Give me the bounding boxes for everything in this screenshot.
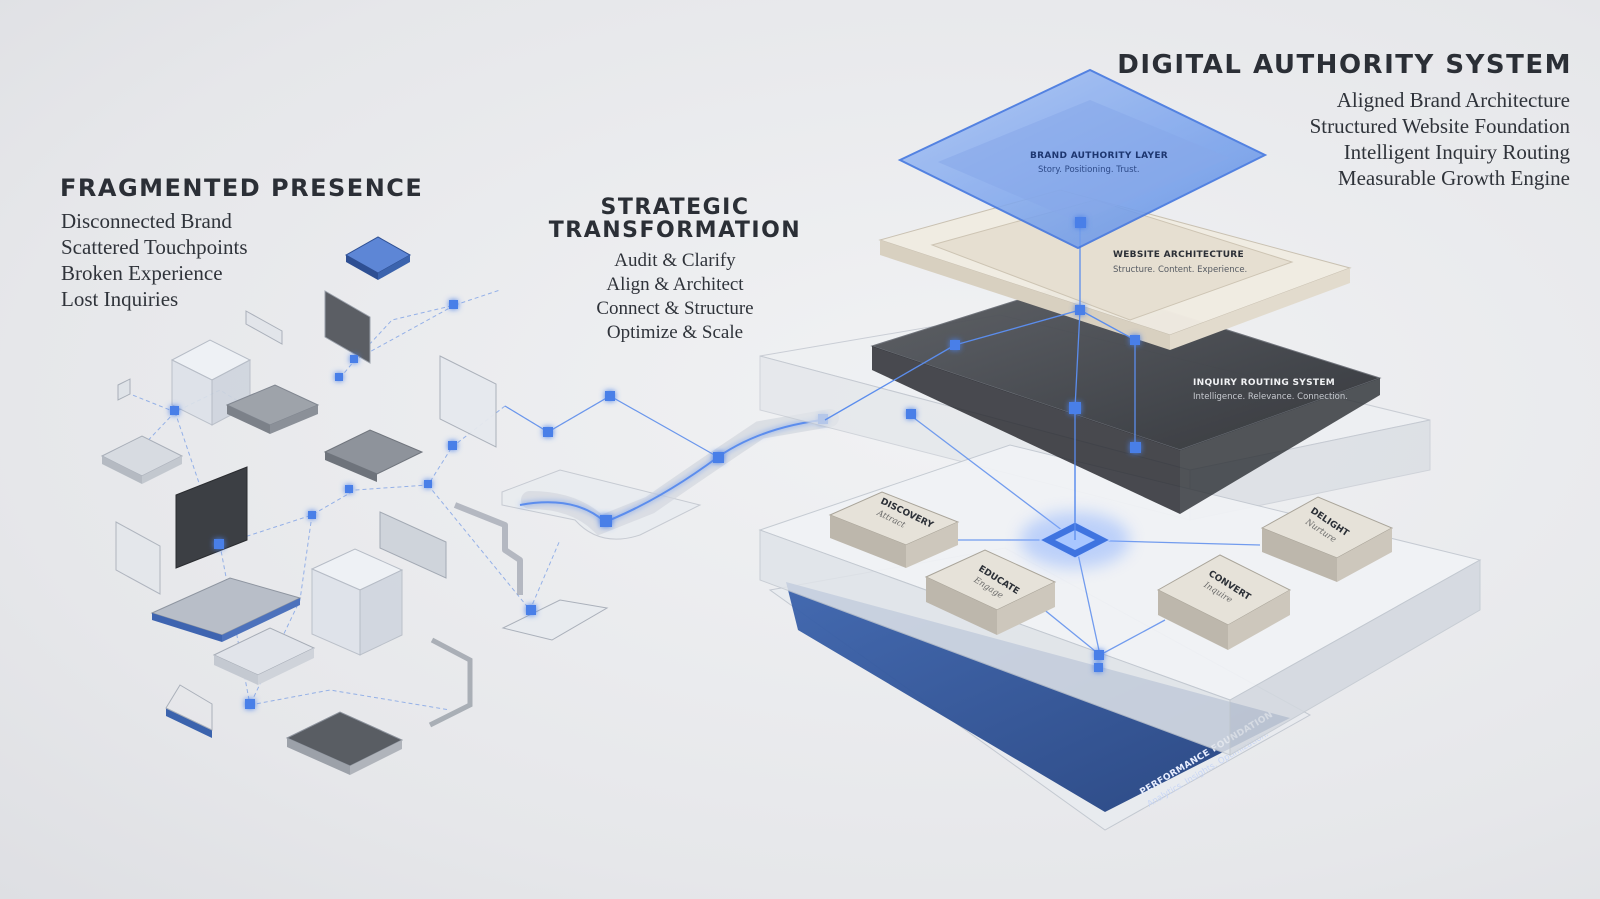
list-item: Optimize & Scale [606,322,744,343]
list-item: Lost Inquiries [61,287,179,311]
brand-authority-layer: BRAND AUTHORITY LAYER Story. Positioning… [897,68,1268,250]
list-item: Aligned Brand Architecture [1336,88,1570,112]
website-layer-subtitle: Structure. Content. Experience. [1113,265,1247,275]
title-line: STRATEGIC [600,195,750,220]
stage-educate: EDUCATE Engage [924,549,1057,635]
digital-authority-list: Aligned Brand Architecture Structured We… [1310,87,1570,191]
list-item: Scattered Touchpoints [61,235,248,259]
list-item: Broken Experience [61,261,223,285]
fragmented-pieces [100,236,611,775]
stage-delight: DELIGHT Nurture [1260,496,1394,582]
list-item: Connect & Structure [596,298,754,319]
website-architecture-layer: WEBSITE ARCHITECTURE Structure. Content.… [878,189,1352,350]
title-line: TRANSFORMATION [548,218,802,244]
brand-layer-title: BRAND AUTHORITY LAYER [1030,151,1168,161]
list-item: Structured Website Foundation [1309,114,1570,138]
inquiry-routing-layer: INQUIRY ROUTING SYSTEM Intelligence. Rel… [870,281,1382,514]
list-item: Intelligent Inquiry Routing [1343,140,1570,164]
fragmented-presence-list: Disconnected Brand Scattered Touchpoints… [61,208,248,312]
digital-authority-stack: PERFORMANCE FOUNDATION Analytics. Insigh… [758,68,1482,831]
brand-layer-subtitle: Story. Positioning. Trust. [1038,165,1140,175]
strategic-transformation-list: Audit & Clarify Align & Architect Connec… [540,249,810,345]
list-item: Disconnected Brand [61,209,232,233]
fragmented-presence-title: FRAGMENTED PRESENCE [60,174,424,202]
digital-authority-title: DIGITAL AUTHORITY SYSTEM [1117,50,1572,80]
list-item: Audit & Clarify [614,250,736,271]
list-item: Measurable Growth Engine [1337,166,1570,190]
inquiry-layer-subtitle: Intelligence. Relevance. Connection. [1193,392,1348,402]
website-layer-title: WEBSITE ARCHITECTURE [1113,250,1244,260]
inquiry-layer-title: INQUIRY ROUTING SYSTEM [1193,378,1335,388]
stage-discovery: DISCOVERY Attract [828,491,960,568]
list-item: Align & Architect [606,274,744,295]
stage-convert: CONVERT Inquire [1156,554,1292,650]
strategic-transformation-title: STRATEGIC TRANSFORMATION [540,196,810,242]
